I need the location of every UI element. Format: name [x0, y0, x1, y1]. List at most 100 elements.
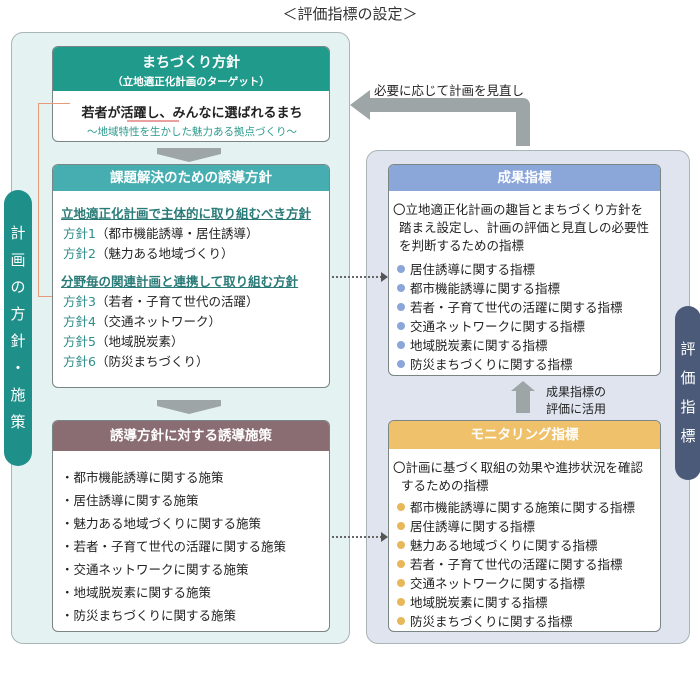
guidance-section-1: 立地適正化計画で主体的に取り組むべき方針: [61, 206, 312, 221]
vision-main-underline: [127, 120, 179, 122]
policy-item: 方針2（魅力ある地域づくり）: [63, 243, 233, 262]
policy-text: （若者・子育て世代の活躍）: [95, 294, 259, 309]
outcome-item: 若者・子育て世代の活躍に関する指標: [397, 297, 623, 316]
policy-item: 方針6（防災まちづくり）: [63, 351, 208, 370]
vision-subtitle: （立地適正化計画のターゲット）: [112, 76, 270, 88]
measure-item: ・魅力ある地域づくりに関する施策: [61, 516, 262, 531]
policy-text: （都市機能誘導・居住誘導）: [95, 226, 259, 241]
plan-tab-char: 画: [10, 251, 26, 269]
measures-header: 誘導方針に対する誘導施策: [53, 421, 329, 451]
evaluation-indicator-tab: 評 価 指 標: [675, 306, 700, 480]
outcome-box: 成果指標 〇立地適正化計画の趣旨とまちづくり方針を 踏まえ設定し、計画の評価と見…: [388, 164, 661, 376]
policy-text: （交通ネットワーク）: [95, 314, 221, 329]
monitoring-item-text: 交通ネットワークに関する指標: [410, 576, 586, 591]
connector-line: [38, 103, 39, 296]
monitoring-item-text: 都市機能誘導に関する施策に関する指標: [410, 500, 636, 515]
measure-item: ・若者・子育て世代の活躍に関する施策: [61, 539, 287, 554]
policy-id: 方針3: [63, 294, 96, 309]
measure-item: ・防災まちづくりに関する施策: [61, 608, 237, 623]
down-arrow-bar: [157, 400, 221, 406]
down-arrow-head: [157, 154, 221, 162]
plan-policy-tab: 計 画 の 方 針 ・ 施 策: [4, 190, 32, 466]
monitoring-desc: するための指標: [401, 478, 489, 493]
outcome-item-text: 防災まちづくりに関する指標: [410, 357, 573, 372]
vision-sub: ～地域特性を生かした魅力ある拠点づくり～: [87, 126, 297, 138]
vision-title: まちづくり方針: [142, 55, 240, 71]
measure-item: ・交通ネットワークに関する施策: [61, 562, 249, 577]
monitoring-item-text: 居住誘導に関する指標: [410, 519, 536, 534]
plan-tab-char: 針: [10, 332, 26, 350]
monitoring-item-text: 魅力ある地域づくりに関する指標: [410, 538, 598, 553]
monitoring-item-text: 地域脱炭素に関する指標: [410, 595, 548, 610]
outcome-item: 地域脱炭素に関する指標: [397, 335, 548, 354]
outcome-item: 交通ネットワークに関する指標: [397, 316, 585, 335]
monitoring-desc: 〇計画に基づく取組の効果や進捗状況を確認: [393, 460, 644, 475]
policy-item: 方針3（若者・子育て世代の活躍）: [63, 291, 258, 310]
use-note-line: 評価に活用: [546, 402, 607, 416]
outcome-item: 防災まちづくりに関する指標: [397, 354, 573, 373]
use-note-line: 成果指標の: [546, 385, 607, 399]
monitoring-item: 若者・子育て世代の活躍に関する指標: [397, 554, 623, 573]
policy-text: （地域脱炭素）: [95, 334, 184, 349]
use-arrow-bar: [516, 391, 530, 413]
outcome-desc: を判断するための指標: [399, 238, 525, 253]
review-arrow-vertical: [516, 104, 530, 146]
plan-tab-char: 施: [10, 386, 26, 404]
plan-tab-char: 策: [10, 413, 26, 431]
measure-item: ・都市機能誘導に関する施策: [61, 470, 224, 485]
diagram-title: ＜評価指標の設定＞: [282, 5, 418, 23]
policy-id: 方針4: [63, 314, 96, 329]
connector-line: [38, 103, 70, 104]
policy-item: 方針5（地域脱炭素）: [63, 331, 183, 350]
measure-item: ・地域脱炭素に関する施策: [61, 585, 212, 600]
bullet-icon: [397, 617, 405, 625]
review-note: 必要に応じて計画を見直し: [374, 83, 525, 98]
dotted-connector-head: [381, 272, 388, 282]
monitoring-box: モニタリング指標 〇計画に基づく取組の効果や進捗状況を確認 するための指標 都市…: [388, 420, 661, 632]
outcome-item-text: 都市機能誘導に関する指標: [410, 281, 561, 296]
eval-tab-char: 価: [680, 369, 696, 387]
down-arrow-bar: [157, 148, 221, 154]
bullet-icon: [397, 522, 405, 530]
monitoring-item: 地域脱炭素に関する指標: [397, 592, 548, 611]
eval-tab-char: 評: [680, 340, 696, 358]
monitoring-item: 都市機能誘導に関する施策に関する指標: [397, 497, 635, 516]
policy-text: （防災まちづくり）: [95, 354, 209, 369]
guidance-header: 課題解決のための誘導方針: [53, 165, 329, 191]
vision-main: 若者が活躍し、みんなに選ばれるまち: [81, 106, 303, 121]
bullet-icon: [397, 341, 405, 349]
bullet-icon: [397, 360, 405, 368]
outcome-item-text: 若者・子育て世代の活躍に関する指標: [410, 300, 623, 315]
bullet-icon: [397, 598, 405, 606]
dotted-connector: [332, 536, 382, 538]
guidance-box: 課題解決のための誘導方針 立地適正化計画で主体的に取り組むべき方針 方針1（都市…: [52, 164, 330, 388]
eval-tab-char: 指: [680, 398, 696, 416]
plan-tab-char: 方: [10, 305, 26, 323]
bullet-icon: [397, 579, 405, 587]
outcome-desc: 〇立地適正化計画の趣旨とまちづくり方針を: [393, 202, 644, 217]
monitoring-header: モニタリング指標: [389, 421, 660, 449]
outcome-desc: 踏まえ設定し、計画の評価と見直しの必要性: [399, 220, 650, 235]
use-arrow-head: [511, 381, 535, 391]
dotted-connector-head: [381, 532, 388, 542]
policy-id: 方針6: [63, 354, 96, 369]
review-arrow-head: [350, 90, 370, 120]
monitoring-item-text: 防災まちづくりに関する指標: [410, 614, 573, 629]
policy-id: 方針2: [63, 246, 96, 261]
monitoring-item: 交通ネットワークに関する指標: [397, 573, 585, 592]
connector-line: [38, 296, 58, 297]
bullet-icon: [397, 303, 405, 311]
policy-text: （魅力ある地域づくり）: [95, 246, 234, 261]
outcome-item: 居住誘導に関する指標: [397, 259, 535, 278]
vision-box: まちづくり方針 （立地適正化計画のターゲット） 若者が活躍し、みんなに選ばれるま…: [52, 46, 330, 142]
outcome-item-text: 交通ネットワークに関する指標: [410, 319, 586, 334]
measures-box: 誘導方針に対する誘導施策 ・都市機能誘導に関する施策 ・居住誘導に関する施策 ・…: [52, 420, 330, 632]
policy-item: 方針4（交通ネットワーク）: [63, 311, 221, 330]
review-arrow-horizontal: [368, 98, 530, 112]
plan-tab-char: ・: [10, 359, 26, 377]
bullet-icon: [397, 560, 405, 568]
policy-id: 方針1: [63, 226, 96, 241]
bullet-icon: [397, 541, 405, 549]
eval-tab-char: 標: [680, 427, 696, 445]
monitoring-item-text: 若者・子育て世代の活躍に関する指標: [410, 557, 623, 572]
